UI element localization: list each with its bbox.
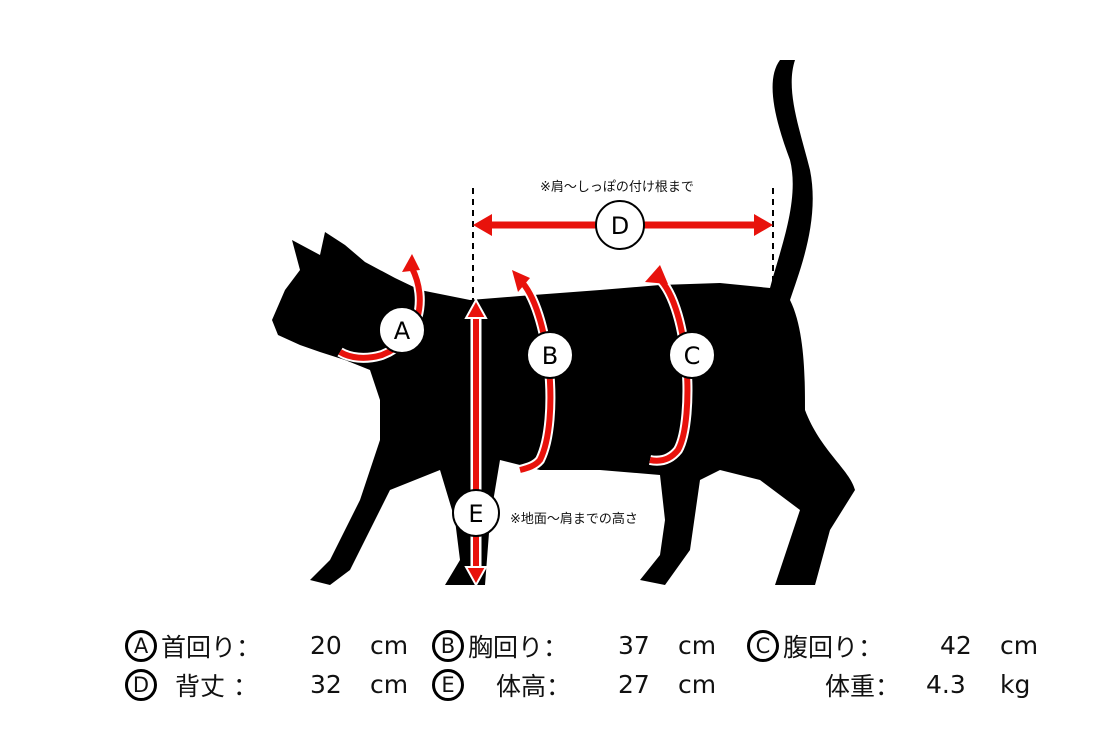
- measurement-belly: C 腹回り：: [747, 626, 883, 666]
- measurement-row-1: A 首回り： 20 cm B 胸回り： 37 cm C 腹回り： 42 cm: [120, 626, 1040, 666]
- measurement-value: 32: [310, 670, 342, 699]
- measurement-unit: cm: [370, 631, 409, 660]
- measurement-chest: B 胸回り：: [432, 626, 568, 666]
- measurement-unit: cm: [678, 631, 717, 660]
- cat-diagram: A B C D E: [272, 60, 855, 585]
- measurement-label: 体重：: [825, 672, 901, 701]
- measurement-unit: cm: [1000, 631, 1039, 660]
- svg-text:D: D: [611, 212, 629, 240]
- measurement-weight: 体重：: [825, 665, 900, 705]
- measurement-neck: A 首回り：: [125, 626, 261, 666]
- measurement-value: 42: [940, 631, 972, 660]
- back-length-note: ※肩〜しっぽの付け根まで: [540, 180, 694, 195]
- marker-e: E: [452, 489, 500, 537]
- measurement-unit: cm: [370, 670, 409, 699]
- measurement-value: 20: [310, 631, 342, 660]
- measurement-row-2: D 背丈 ： 32 cm E 体高： 27 cm 体重： 4.3 kg: [120, 665, 1040, 705]
- measurement-unit: cm: [678, 670, 717, 699]
- belly-arc: [645, 265, 693, 466]
- marker-b: B: [526, 331, 574, 379]
- marker-c: C: [668, 331, 716, 379]
- measurement-value: 37: [618, 631, 650, 660]
- neck-arc: [337, 254, 425, 363]
- svg-text:C: C: [684, 342, 701, 370]
- marker-badge: C: [747, 630, 779, 662]
- chest-arc: [512, 270, 556, 475]
- measurement-value: 27: [618, 670, 650, 699]
- measurement-label: 腹回り：: [783, 633, 884, 662]
- marker-a: A: [378, 306, 426, 354]
- marker-badge: E: [432, 669, 464, 701]
- measurement-label: 首回り：: [161, 633, 262, 662]
- measurement-label: 体高：: [496, 672, 572, 701]
- marker-badge: D: [125, 669, 157, 701]
- measurement-unit: kg: [1000, 670, 1031, 699]
- svg-text:B: B: [542, 342, 558, 370]
- svg-text:A: A: [394, 317, 411, 345]
- marker-badge: A: [125, 630, 157, 662]
- measurement-label: 背丈 ：: [175, 672, 258, 701]
- svg-text:E: E: [468, 500, 483, 528]
- measurement-height: E 体高：: [432, 665, 571, 705]
- height-note: ※地面〜肩までの高さ: [510, 512, 638, 527]
- marker-d: D: [595, 200, 645, 250]
- measurement-value: 4.3: [926, 670, 966, 699]
- cat-silhouette: [272, 60, 855, 585]
- measurement-label: 胸回り：: [468, 633, 569, 662]
- marker-badge: B: [432, 630, 464, 662]
- measurement-back-length: D 背丈 ：: [125, 665, 258, 705]
